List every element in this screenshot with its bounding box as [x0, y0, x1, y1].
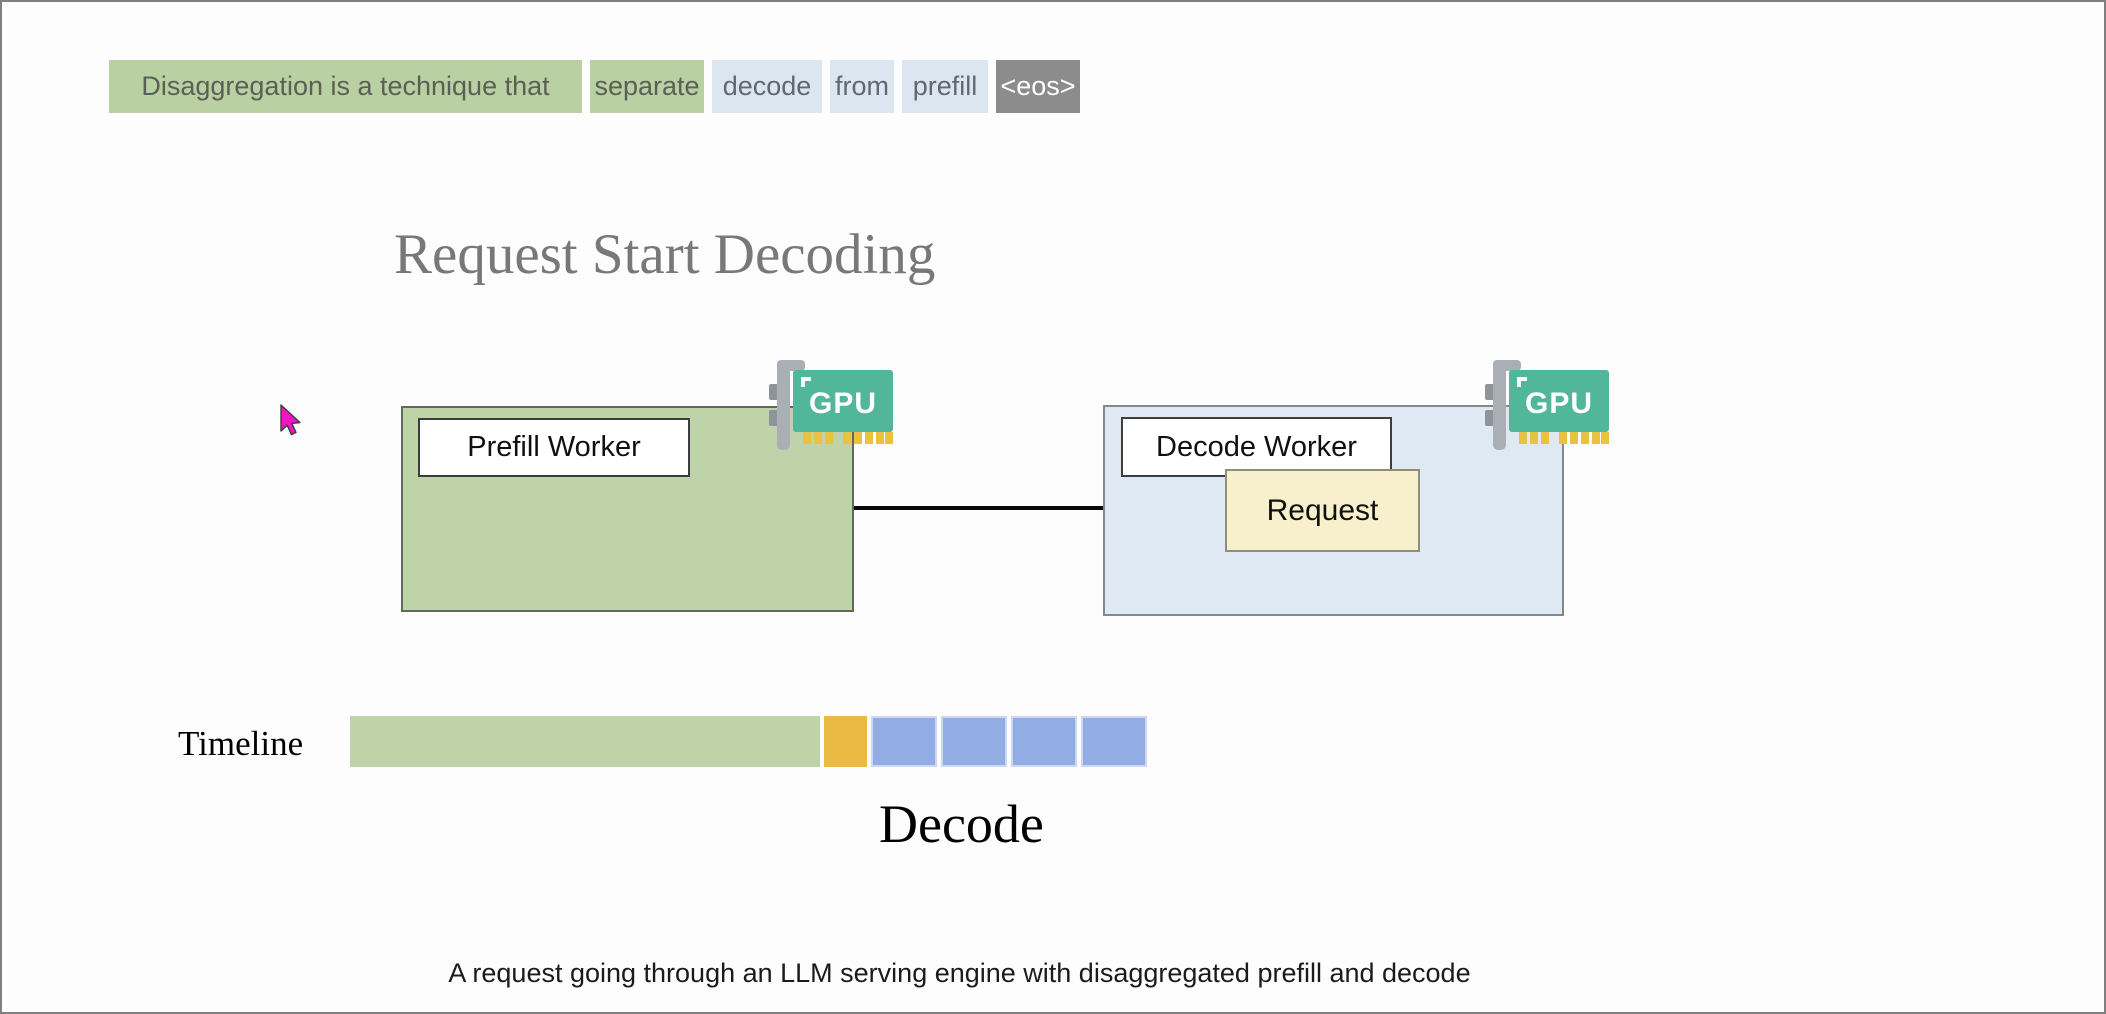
token-from: from	[830, 60, 894, 113]
timeline-segment-decode-step	[1081, 716, 1147, 767]
timeline-bar	[350, 716, 1147, 767]
timeline-segment-decode-step	[871, 716, 937, 767]
timeline-segment-transfer	[824, 716, 867, 767]
gpu-icon: GPU	[1485, 360, 1609, 450]
gpu-icon-label: GPU	[1525, 387, 1593, 420]
figure-caption: A request going through an LLM serving e…	[448, 958, 1471, 988]
token-prefill: prefill	[902, 60, 988, 113]
worker-connector-line	[854, 506, 1104, 510]
token-sequence-bar: Disaggregation is a technique that separ…	[109, 60, 1080, 113]
timeline-segment-prefill	[350, 716, 820, 767]
token-separate: separate	[590, 60, 704, 113]
gpu-icon: GPU	[769, 360, 893, 450]
phase-label-decode: Decode	[879, 794, 1044, 854]
gpu-icon-label: GPU	[809, 387, 877, 420]
timeline-label: Timeline	[178, 724, 304, 763]
timeline-segment-decode-step	[1011, 716, 1077, 767]
decode-worker-label: Decode Worker	[1121, 417, 1392, 477]
token-eos: <eos>	[996, 60, 1080, 113]
prefill-worker-label: Prefill Worker	[418, 418, 690, 477]
token-decode: decode	[712, 60, 822, 113]
timeline-segment-decode-step	[941, 716, 1007, 767]
slide-title: Request Start Decoding	[394, 223, 936, 286]
mouse-cursor	[280, 404, 301, 436]
token-prompt-chunk: Disaggregation is a technique that	[109, 60, 582, 113]
request-box: Request	[1225, 469, 1420, 552]
